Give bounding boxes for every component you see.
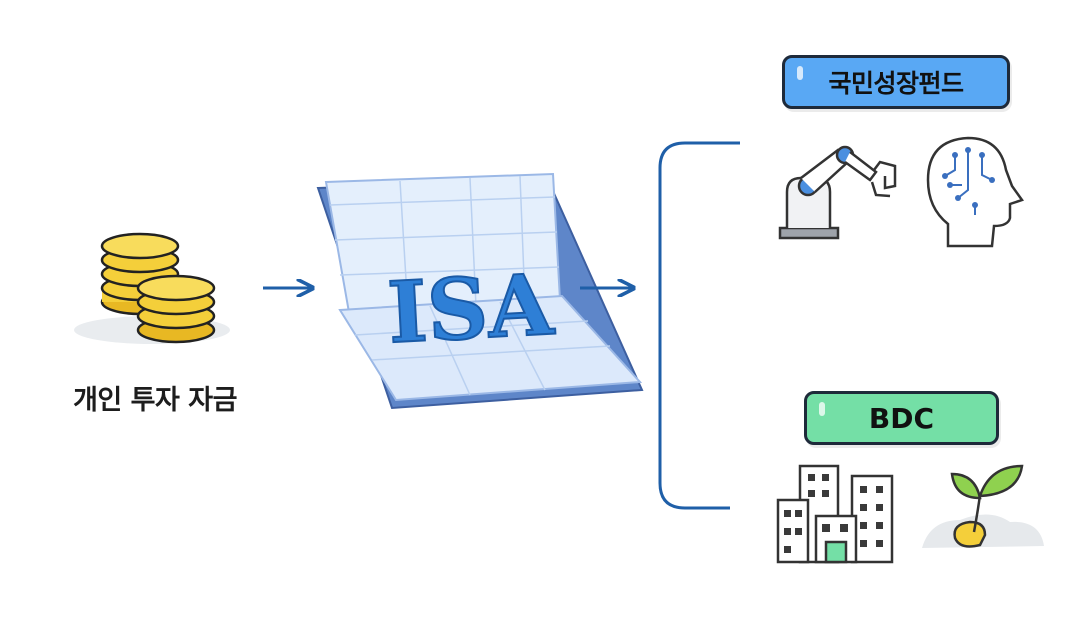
- office-buildings-icon: [776, 464, 894, 564]
- target-label: 국민성장펀드: [828, 69, 964, 98]
- coin-stack-icon: [74, 232, 230, 344]
- ai-brain-icon: [926, 136, 1025, 248]
- laptop-icon: [316, 172, 644, 410]
- target-pill-national-growth-fund: 국민성장펀드: [782, 55, 1010, 109]
- source-caption: 개인 투자 자금: [73, 385, 237, 416]
- target-label: BDC: [868, 401, 935, 435]
- isa-label: ISA: [385, 255, 557, 363]
- target-pill-bdc: BDC: [804, 391, 999, 445]
- seedling-icon: [922, 464, 1044, 548]
- branch-bracket: [658, 141, 740, 510]
- robot-arm-icon: [778, 145, 897, 240]
- pill-highlight: [797, 66, 803, 80]
- pill-highlight: [819, 402, 825, 416]
